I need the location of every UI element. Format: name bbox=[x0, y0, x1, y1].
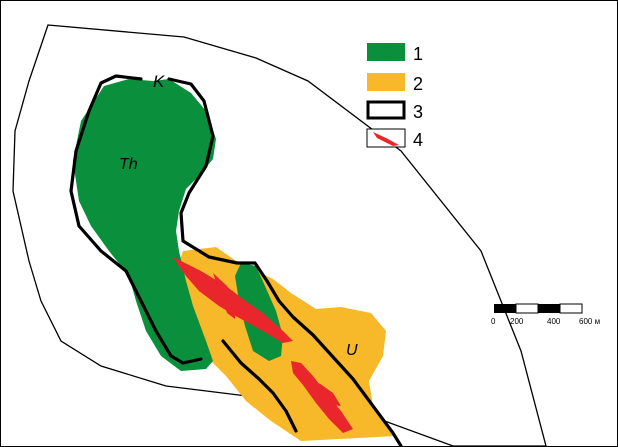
contact-line-inner bbox=[221, 339, 298, 433]
scale-tick-400: 400 bbox=[547, 317, 561, 326]
contact-line-left bbox=[69, 74, 203, 365]
legend-swatch-green bbox=[367, 43, 405, 61]
legend-swatch-yellow bbox=[367, 73, 405, 91]
scale-seg-4 bbox=[559, 303, 583, 314]
legend: 1 2 3 4 bbox=[366, 43, 423, 150]
scale-tick-200: 200 bbox=[510, 317, 524, 326]
label-u: U bbox=[346, 342, 358, 359]
contact-line-right bbox=[167, 77, 403, 446]
legend-num-4: 4 bbox=[413, 130, 423, 150]
scale-seg-2 bbox=[515, 303, 539, 314]
legend-num-1: 1 bbox=[413, 44, 423, 64]
red-lens-middle bbox=[213, 273, 236, 319]
red-lens-lower bbox=[291, 361, 353, 433]
scale-bar: 0 200 400 600 м bbox=[491, 303, 600, 326]
legend-swatch-outline bbox=[366, 100, 406, 120]
legend-swatch-red-lens bbox=[373, 132, 399, 146]
scale-tick-0: 0 bbox=[491, 317, 496, 326]
legend-num-3: 3 bbox=[413, 102, 423, 122]
label-k: K bbox=[153, 72, 165, 91]
scale-seg-1 bbox=[494, 304, 516, 313]
scale-tick-600: 600 м bbox=[579, 317, 600, 326]
scale-seg-3 bbox=[538, 304, 560, 313]
red-lens-tail bbox=[319, 383, 341, 406]
legend-num-2: 2 bbox=[413, 74, 423, 94]
label-th: Th bbox=[119, 156, 138, 173]
green-unit-main bbox=[73, 79, 216, 371]
